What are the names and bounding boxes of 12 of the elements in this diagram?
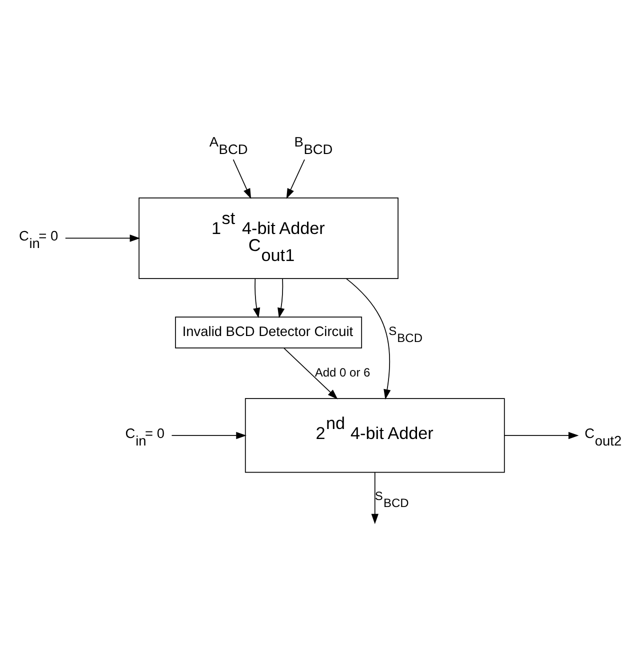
- arrow: [232, 158, 252, 198]
- arrow: [278, 278, 285, 318]
- arrow: [284, 347, 338, 399]
- arrow: [286, 158, 305, 198]
- arrow: [171, 431, 246, 439]
- arrow: [504, 431, 579, 439]
- arrow: [253, 278, 260, 318]
- edge-label: Add 0 or 6: [314, 364, 370, 379]
- arrow: [371, 472, 378, 524]
- node-box: Invalid BCD Detector Circuit: [175, 316, 362, 348]
- arrow: [64, 234, 140, 242]
- arrow: [346, 278, 391, 400]
